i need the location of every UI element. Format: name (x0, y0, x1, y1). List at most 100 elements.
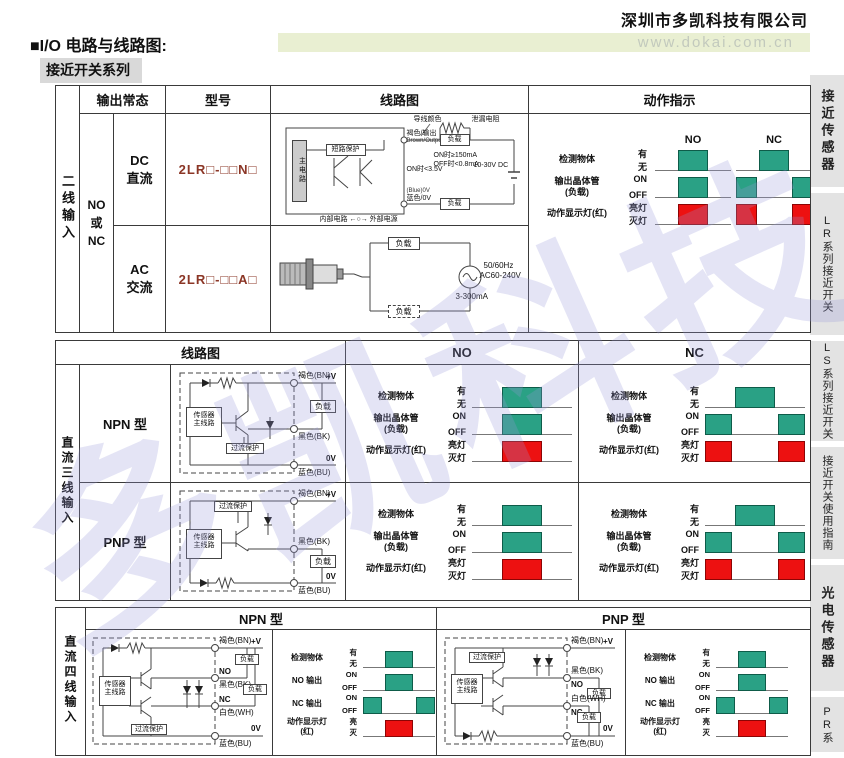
load-box-bottom: 负载 (387, 305, 420, 318)
sensor-main-box: 传感器主线路 (186, 406, 223, 437)
circuit-wires (279, 242, 482, 312)
waveform-no-transistor (655, 173, 732, 198)
website-bar: www.dokai.com.cn (278, 33, 810, 52)
load-box-top: 负载 (439, 133, 470, 146)
brown-label: 褐色(BN) (219, 635, 252, 645)
nc-label: NC (219, 694, 231, 704)
black-label: 黑色(BK) (298, 431, 331, 441)
white-label: 白色(WH) (571, 693, 606, 703)
cell-output-mode: NO 或 NC (79, 113, 114, 333)
zero-v-label: 0V (603, 723, 613, 733)
overcurrent-protect-box: 过流保护 (469, 651, 505, 663)
cell-circuit-pnp3: 过流保护 传感器主线路 褐色(BN) +V 黑色(BK) 负载 蓝色(BU) 0… (169, 482, 347, 601)
circuit-wires (179, 372, 337, 473)
load-box-no: 负载 (235, 653, 259, 665)
no-label: NO (571, 679, 583, 689)
waveform-nc-output (716, 693, 788, 714)
waveform-detect (472, 501, 573, 526)
waveform-detect (705, 383, 806, 408)
brown-output-label: 褐色/输出 (406, 129, 437, 137)
website-url[interactable]: www.dokai.com.cn (637, 34, 794, 51)
waveform-transistor (705, 410, 806, 435)
voltage-label: AC60-240V (479, 271, 521, 280)
blue-label: 蓝色(BU) (571, 738, 604, 748)
plus-v-label: +V (603, 636, 614, 646)
circuit-wires (444, 637, 615, 744)
waveform-no-output (363, 670, 435, 691)
load-box: 负载 (310, 399, 337, 413)
waveform-lamp (716, 716, 788, 737)
waveform-transistor (472, 528, 573, 553)
waveform-lamp (705, 437, 806, 462)
on-voltage-label: ON时<3.5V (406, 165, 443, 173)
brown-label: 褐色(BN) (298, 488, 331, 498)
white-label: 白色(WH) (219, 707, 254, 717)
header-nc: NC (578, 340, 812, 365)
waveform-lamp (363, 716, 435, 737)
short-circuit-protect-box: 短路保护 (325, 143, 366, 156)
waveform-lamp (472, 437, 573, 462)
main-circuit-box: 主电路 (291, 139, 307, 202)
freq-label: 50/60Hz (483, 261, 514, 270)
cell-group-two-wire: 二线输入 (55, 85, 80, 333)
blue-label: 蓝色(BU) (298, 467, 331, 477)
blue-label: 蓝色(BU) (298, 585, 331, 595)
load-box-nc: 负载 (577, 711, 601, 723)
waveform-no-lamp (655, 200, 732, 225)
blue-label: 蓝色(BU) (219, 738, 252, 748)
waveform-nc-lamp (736, 200, 810, 225)
plus-v-label: +V (326, 489, 337, 499)
brown-label: 褐色(BN) (298, 370, 331, 380)
edge-index-tabs: 接近传感器 LR系列接近开关 LS系列接近开关 接近开关使用指南 光电传感器 P… (810, 75, 844, 752)
brown-output-en-label: Brown/Output (406, 137, 444, 144)
waveform-detect (705, 501, 806, 526)
cell-circuit-npn3: 传感器主线路 过流保护 褐色(BN) +V 黑色(BK) 负载 蓝色(BU) 0… (169, 364, 347, 483)
cell-circuit-dc: 主电路 短路保护 导线颜色 泄漏电阻 褐色/输出 Brown/Output ON… (270, 113, 530, 226)
pnp-three-wire-circuit-diagram: 过流保护 传感器主线路 褐色(BN) +V 黑色(BK) 负载 蓝色(BU) 0… (174, 485, 342, 599)
load-box-no: 负载 (587, 687, 611, 699)
header-no: NO (345, 340, 580, 365)
overcurrent-protect-box: 过流保护 (131, 723, 167, 735)
zero-v-label: 0V (251, 723, 261, 733)
page-subtitle: 接近开关系列 (40, 58, 142, 83)
circuit-wires (179, 490, 337, 591)
cell-model-ac: 2LR□-□□A□ (165, 225, 272, 333)
plus-v-label: +V (326, 371, 337, 381)
waveform-transistor (472, 410, 573, 435)
header-model: 型号 (165, 85, 272, 114)
zero-v-label: 0V (326, 571, 336, 581)
blue-0v-label: 蓝色/0V (406, 194, 432, 202)
nc-label: NC (571, 708, 583, 717)
waveform-nc-output (363, 693, 435, 714)
header-circuit: 线路图 (54, 340, 347, 365)
waveform-nc-detect (736, 146, 810, 171)
company-name: 深圳市多凯科技有限公司 (620, 13, 808, 30)
tab-usage-guide: 接近开关使用指南 (810, 447, 844, 559)
tab-ls-series: LS系列接近开关 (810, 341, 844, 441)
overcurrent-protect-box: 过流保护 (214, 500, 253, 512)
waveform-transistor (705, 528, 806, 553)
tab-lr-series: LR系列接近开关 (810, 193, 844, 335)
load-box-bottom: 负载 (439, 197, 470, 210)
cell-type-pnp: PNP 型 (79, 482, 171, 601)
npn-three-wire-circuit-diagram: 传感器主线路 过流保护 褐色(BN) +V 黑色(BK) 负载 蓝色(BU) 0… (174, 367, 342, 481)
cell-group-four-wire: 直流四线输入 (55, 607, 86, 756)
waveform-detect (472, 383, 573, 408)
off-current-label: OFF时<0.8mA (433, 160, 479, 168)
brown-label: 褐色(BN) (571, 635, 604, 645)
header-output-state: 输出常态 (78, 85, 167, 114)
page-title: ■I/O 电路与线路图: (30, 38, 167, 55)
waveform-no-output (716, 670, 788, 691)
black-label: 黑色(BK) (298, 536, 331, 546)
tab-pr-series: PR系 (810, 697, 844, 752)
circuit-wires (92, 637, 263, 744)
